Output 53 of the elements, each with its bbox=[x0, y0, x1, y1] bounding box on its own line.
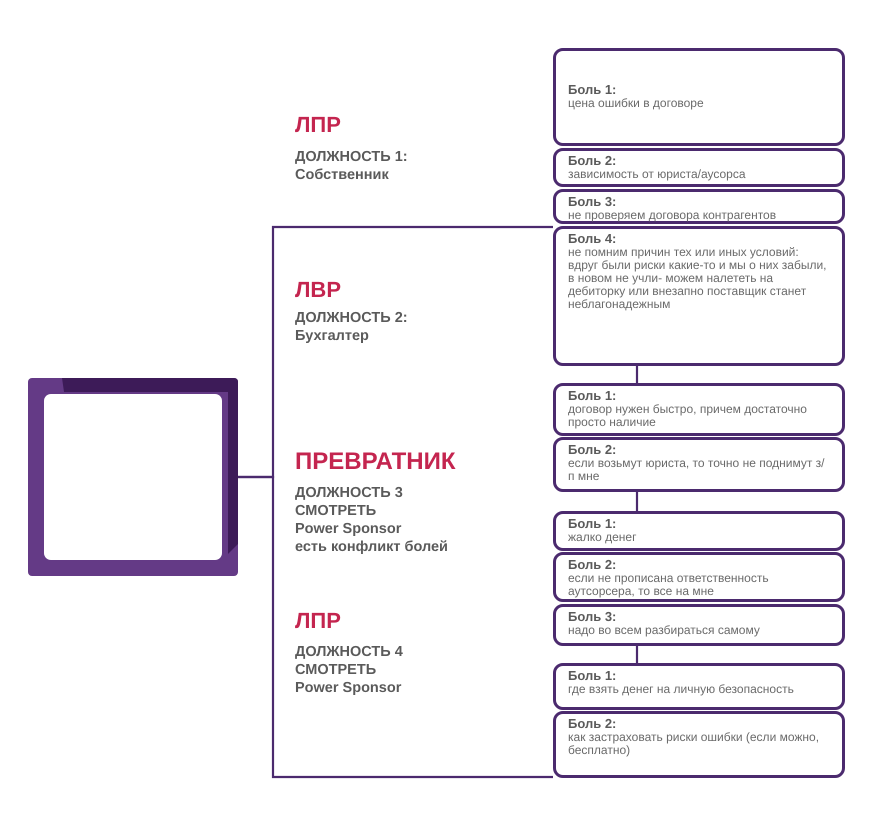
pain-description: договор нужен быстро, причем достаточно просто наличие bbox=[568, 402, 808, 430]
role-text: Бухгалтер bbox=[295, 329, 369, 345]
pain-description: зависимость от юриста/аусорса bbox=[568, 168, 747, 181]
pain-description: не помним причин тех или иных условий: вдруг были риски какие-то и мы о них забыли, в новом не учли- можем налететь на дебиторку или внезапно поставщик станет неблагонадежным bbox=[568, 246, 828, 312]
role-text: есть конфликт болей bbox=[295, 540, 448, 556]
pain-card bbox=[553, 711, 845, 778]
pain-title: Боль 2: bbox=[568, 717, 618, 731]
pain-description: где взять денег на личную безопасность bbox=[568, 682, 795, 696]
pain-description: надо во всем разбираться самому bbox=[568, 624, 761, 637]
pain-title: Боль 3: bbox=[568, 195, 618, 209]
role-heading: ПРЕВРАТНИК bbox=[295, 449, 456, 476]
role-text: Power Sponsor bbox=[295, 681, 402, 697]
pain-description: цена ошибки в договоре bbox=[568, 96, 705, 110]
pain-title: Боль 2: bbox=[568, 443, 618, 457]
pain-card bbox=[553, 437, 845, 492]
pain-title: Боль 1: bbox=[568, 83, 618, 97]
connector-line bbox=[636, 492, 638, 511]
role-text: Power Sponsor bbox=[295, 522, 402, 538]
pain-card bbox=[553, 48, 845, 146]
pain-description: если не прописана ответственность аутсорсера, то все на мне bbox=[568, 572, 770, 598]
role-text: ДОЛЖНОСТЬ 1: bbox=[295, 150, 408, 166]
role-text: ДОЛЖНОСТЬ 3 bbox=[295, 486, 403, 502]
pain-description: если возьмут юриста, то точно не поднимут з/п мне bbox=[568, 456, 826, 484]
pain-card bbox=[553, 552, 845, 602]
role-heading: ЛПР bbox=[295, 609, 341, 634]
framed-square bbox=[28, 378, 238, 576]
pain-title: Боль 3: bbox=[568, 610, 618, 624]
pain-description: не проверяем договора контрагентов bbox=[568, 208, 778, 222]
pain-title: Боль 1: bbox=[568, 517, 618, 531]
pain-title: Боль 1: bbox=[568, 669, 618, 683]
connector-line bbox=[636, 366, 638, 383]
role-heading: ЛВР bbox=[295, 278, 341, 302]
pain-card bbox=[553, 511, 845, 551]
connector-line bbox=[238, 476, 553, 778]
pain-card bbox=[553, 604, 845, 646]
pain-card bbox=[553, 148, 845, 187]
pain-description: как застраховать риски ошибки (если можно, бесплатно) bbox=[568, 730, 820, 758]
pain-card bbox=[553, 663, 845, 710]
pain-title: Боль 4: bbox=[568, 232, 618, 246]
role-heading: ЛПР bbox=[295, 113, 341, 138]
pain-title: Боль 2: bbox=[568, 154, 618, 168]
pain-card bbox=[553, 189, 845, 224]
role-text: ДОЛЖНОСТЬ 2: bbox=[295, 311, 408, 327]
pain-description: жалко денег bbox=[568, 530, 638, 544]
role-text: СМОТРЕТЬ bbox=[295, 663, 376, 679]
role-text: СМОТРЕТЬ bbox=[295, 504, 376, 520]
pain-title: Боль 1: bbox=[568, 389, 618, 403]
pain-card bbox=[553, 383, 845, 436]
role-text: ДОЛЖНОСТЬ 4 bbox=[295, 645, 403, 661]
connector-line bbox=[636, 646, 638, 663]
pain-title: Боль 2: bbox=[568, 558, 618, 572]
pain-card bbox=[553, 226, 845, 366]
role-text: Собственник bbox=[295, 168, 389, 184]
